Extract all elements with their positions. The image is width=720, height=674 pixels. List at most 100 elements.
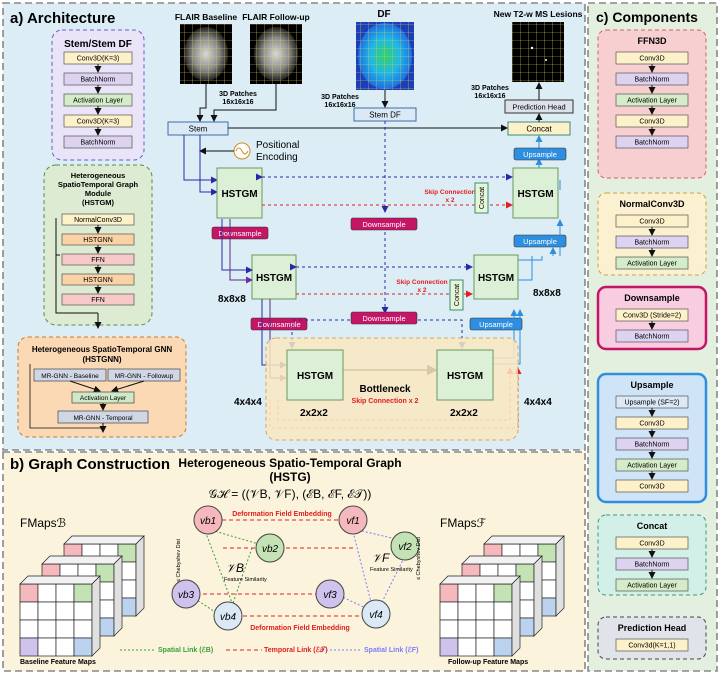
skip-label-1b: x 2 bbox=[445, 197, 454, 204]
positional-label-1: Positional bbox=[256, 140, 299, 151]
concat-side-label-2: Concat bbox=[454, 284, 461, 306]
component-normal-layer-label-2: Activation Layer bbox=[627, 261, 677, 268]
node-vf3-label: vf3 bbox=[323, 590, 337, 601]
cube-cell bbox=[493, 619, 513, 639]
component-ffn-layer-label-2: Activation Layer bbox=[627, 98, 677, 105]
upsample-tag-1 bbox=[513, 147, 567, 161]
cube-cell bbox=[19, 637, 39, 657]
stem-layer-4 bbox=[63, 135, 133, 149]
node-vb4-label: vb4 bbox=[220, 612, 237, 623]
hstgm-definition-box: Heterogeneous SpatioTemporal Graph Modul… bbox=[43, 164, 153, 329]
component-normal-layer-2 bbox=[615, 256, 689, 270]
component-up-layer-label-3: Activation Layer bbox=[627, 463, 677, 470]
mrgnn-followup: MR-GNN - Followup bbox=[115, 373, 174, 380]
fmaps-f-label: FMapsℱ bbox=[440, 516, 487, 530]
stem-layer-label-2: Activation Layer bbox=[73, 98, 123, 105]
cube-cell bbox=[37, 619, 57, 639]
hstgm-box-layer-label-3: HSTGNN bbox=[83, 277, 113, 284]
node-vb3-label: vb3 bbox=[178, 590, 195, 601]
hstgnn-definition-box: Heterogeneous SpatioTemporal GNN (HSTGNN… bbox=[17, 336, 187, 438]
size-4-left: 4x4x4 bbox=[234, 397, 262, 408]
chebyshev-f: ≤ Chebyshev Dist bbox=[416, 536, 422, 580]
hstgm-box-title-4: (HSTGM) bbox=[82, 198, 115, 207]
hstgnn-activation: Activation Layer bbox=[80, 395, 127, 402]
graph-edges bbox=[187, 519, 407, 617]
flair-followup-label: FLAIR Follow-up bbox=[242, 12, 310, 22]
component-ffn-layer-label-4: BatchNorm bbox=[634, 140, 669, 147]
node-vb1-label: vb1 bbox=[200, 516, 216, 527]
downsample-tag-4-label: Downsample bbox=[362, 314, 405, 323]
cube-cell bbox=[55, 601, 75, 621]
node-vf4 bbox=[361, 599, 391, 629]
hstgm-box-title-2: SpatioTemporal Graph bbox=[58, 180, 139, 189]
skip-label-2b: x 2 bbox=[417, 287, 426, 294]
component-concat-layer-label-1: BatchNorm bbox=[634, 562, 669, 569]
node-vf2-label: vf2 bbox=[398, 542, 412, 553]
cube-side-face bbox=[511, 575, 521, 657]
cube-cell bbox=[439, 637, 459, 657]
component-ffn-layer-label-0: Conv3D bbox=[639, 56, 664, 63]
hstg-formula: 𝒢ℋ = ((𝒱B, 𝒱F), (ℰB, ℰF, ℰ𝒯)) bbox=[209, 487, 372, 501]
hstgm-box-layer-label-1: HSTGNN bbox=[83, 237, 113, 244]
component-up-layer-4 bbox=[615, 479, 689, 493]
cube-top-face bbox=[41, 555, 123, 565]
prediction-head-label: Prediction Head bbox=[512, 103, 565, 112]
component-normal-layer-label-0: Conv3D bbox=[639, 219, 664, 226]
node-vb2-label: vb2 bbox=[262, 544, 279, 555]
cube-side-face bbox=[135, 535, 145, 617]
baseline-feature-cubes bbox=[19, 535, 145, 657]
cube-cell bbox=[475, 637, 495, 657]
lesions-label: New T2-w MS Lesions bbox=[494, 9, 583, 19]
size-4-right: 4x4x4 bbox=[524, 397, 552, 408]
patches-label-2b: 16x16x16 bbox=[324, 102, 355, 109]
positional-label-2: Encoding bbox=[256, 152, 298, 163]
cube-cell bbox=[55, 619, 75, 639]
df-embedding-bottom: Deformation Field Embedding bbox=[250, 625, 350, 632]
stem-box-title: Stem/Stem DF bbox=[64, 39, 132, 50]
patches-label-1b: 16x16x16 bbox=[222, 99, 253, 106]
hstgm-enc-2-label: HSTGM bbox=[256, 273, 292, 284]
cube-cell bbox=[439, 601, 459, 621]
component-normal-layer-label-1: BatchNorm bbox=[634, 240, 669, 247]
cube-side-face bbox=[91, 575, 101, 657]
hstgnn-title-1: Heterogeneous SpatioTemporal GNN bbox=[32, 345, 173, 354]
component-up-title: Upsample bbox=[630, 380, 673, 390]
hstgm-box-title-1: Heterogeneous bbox=[71, 171, 126, 180]
hstgm-enc-1 bbox=[216, 167, 263, 219]
cube-side-face bbox=[113, 555, 123, 637]
cube-cell bbox=[55, 583, 75, 603]
patches-label-3a: 3D Patches bbox=[471, 85, 509, 92]
set-b-label: 𝒱B bbox=[226, 561, 244, 575]
hstgm-enc-1-label: HSTGM bbox=[221, 189, 257, 200]
node-vf2 bbox=[390, 531, 420, 561]
component-concat-layer-label-2: Activation Layer bbox=[627, 583, 677, 590]
downsample-tag-3-label: Downsample bbox=[257, 320, 300, 329]
cube-side-face bbox=[533, 555, 543, 637]
df-embedding-top: Deformation Field Embedding bbox=[232, 511, 332, 518]
downsample-tag-4 bbox=[350, 311, 418, 325]
hstgm-bottleneck-2-label: HSTGM bbox=[447, 371, 483, 382]
cube-cell bbox=[457, 583, 477, 603]
cube-cell bbox=[457, 601, 477, 621]
patches-label-3b: 16x16x16 bbox=[474, 93, 505, 100]
image-new-lesions: New T2-w MS Lesions bbox=[494, 9, 583, 82]
cube-cell bbox=[475, 583, 495, 603]
downsample-tag-2-label: Downsample bbox=[362, 220, 405, 229]
stem-definition-box: Stem/Stem DF Conv3D(K=3)BatchNormActivat… bbox=[51, 29, 145, 161]
hstg-title-1: Heterogeneous Spatio-Temporal Graph bbox=[178, 456, 401, 470]
mrgnn-temporal: MR-GNN - Temporal bbox=[73, 415, 133, 422]
set-f-label: 𝒱F bbox=[372, 551, 390, 565]
cube-cell bbox=[73, 637, 93, 657]
legend-spatial-f: Spatial Link (ℰF) bbox=[364, 646, 418, 654]
hstgm-box-layer-label-4: FFN bbox=[91, 297, 105, 304]
component-down-layer-1 bbox=[615, 329, 689, 343]
top-arrows bbox=[183, 82, 543, 314]
component-ffn-layer-label-3: Conv3D bbox=[639, 119, 664, 126]
hstg-title-2: (HSTG) bbox=[269, 470, 310, 484]
cube-cell bbox=[73, 583, 93, 603]
cube-cell bbox=[439, 619, 459, 639]
skip-label-1a: Skip Connection bbox=[424, 189, 475, 196]
arch-concat-top: Concat bbox=[507, 121, 571, 136]
